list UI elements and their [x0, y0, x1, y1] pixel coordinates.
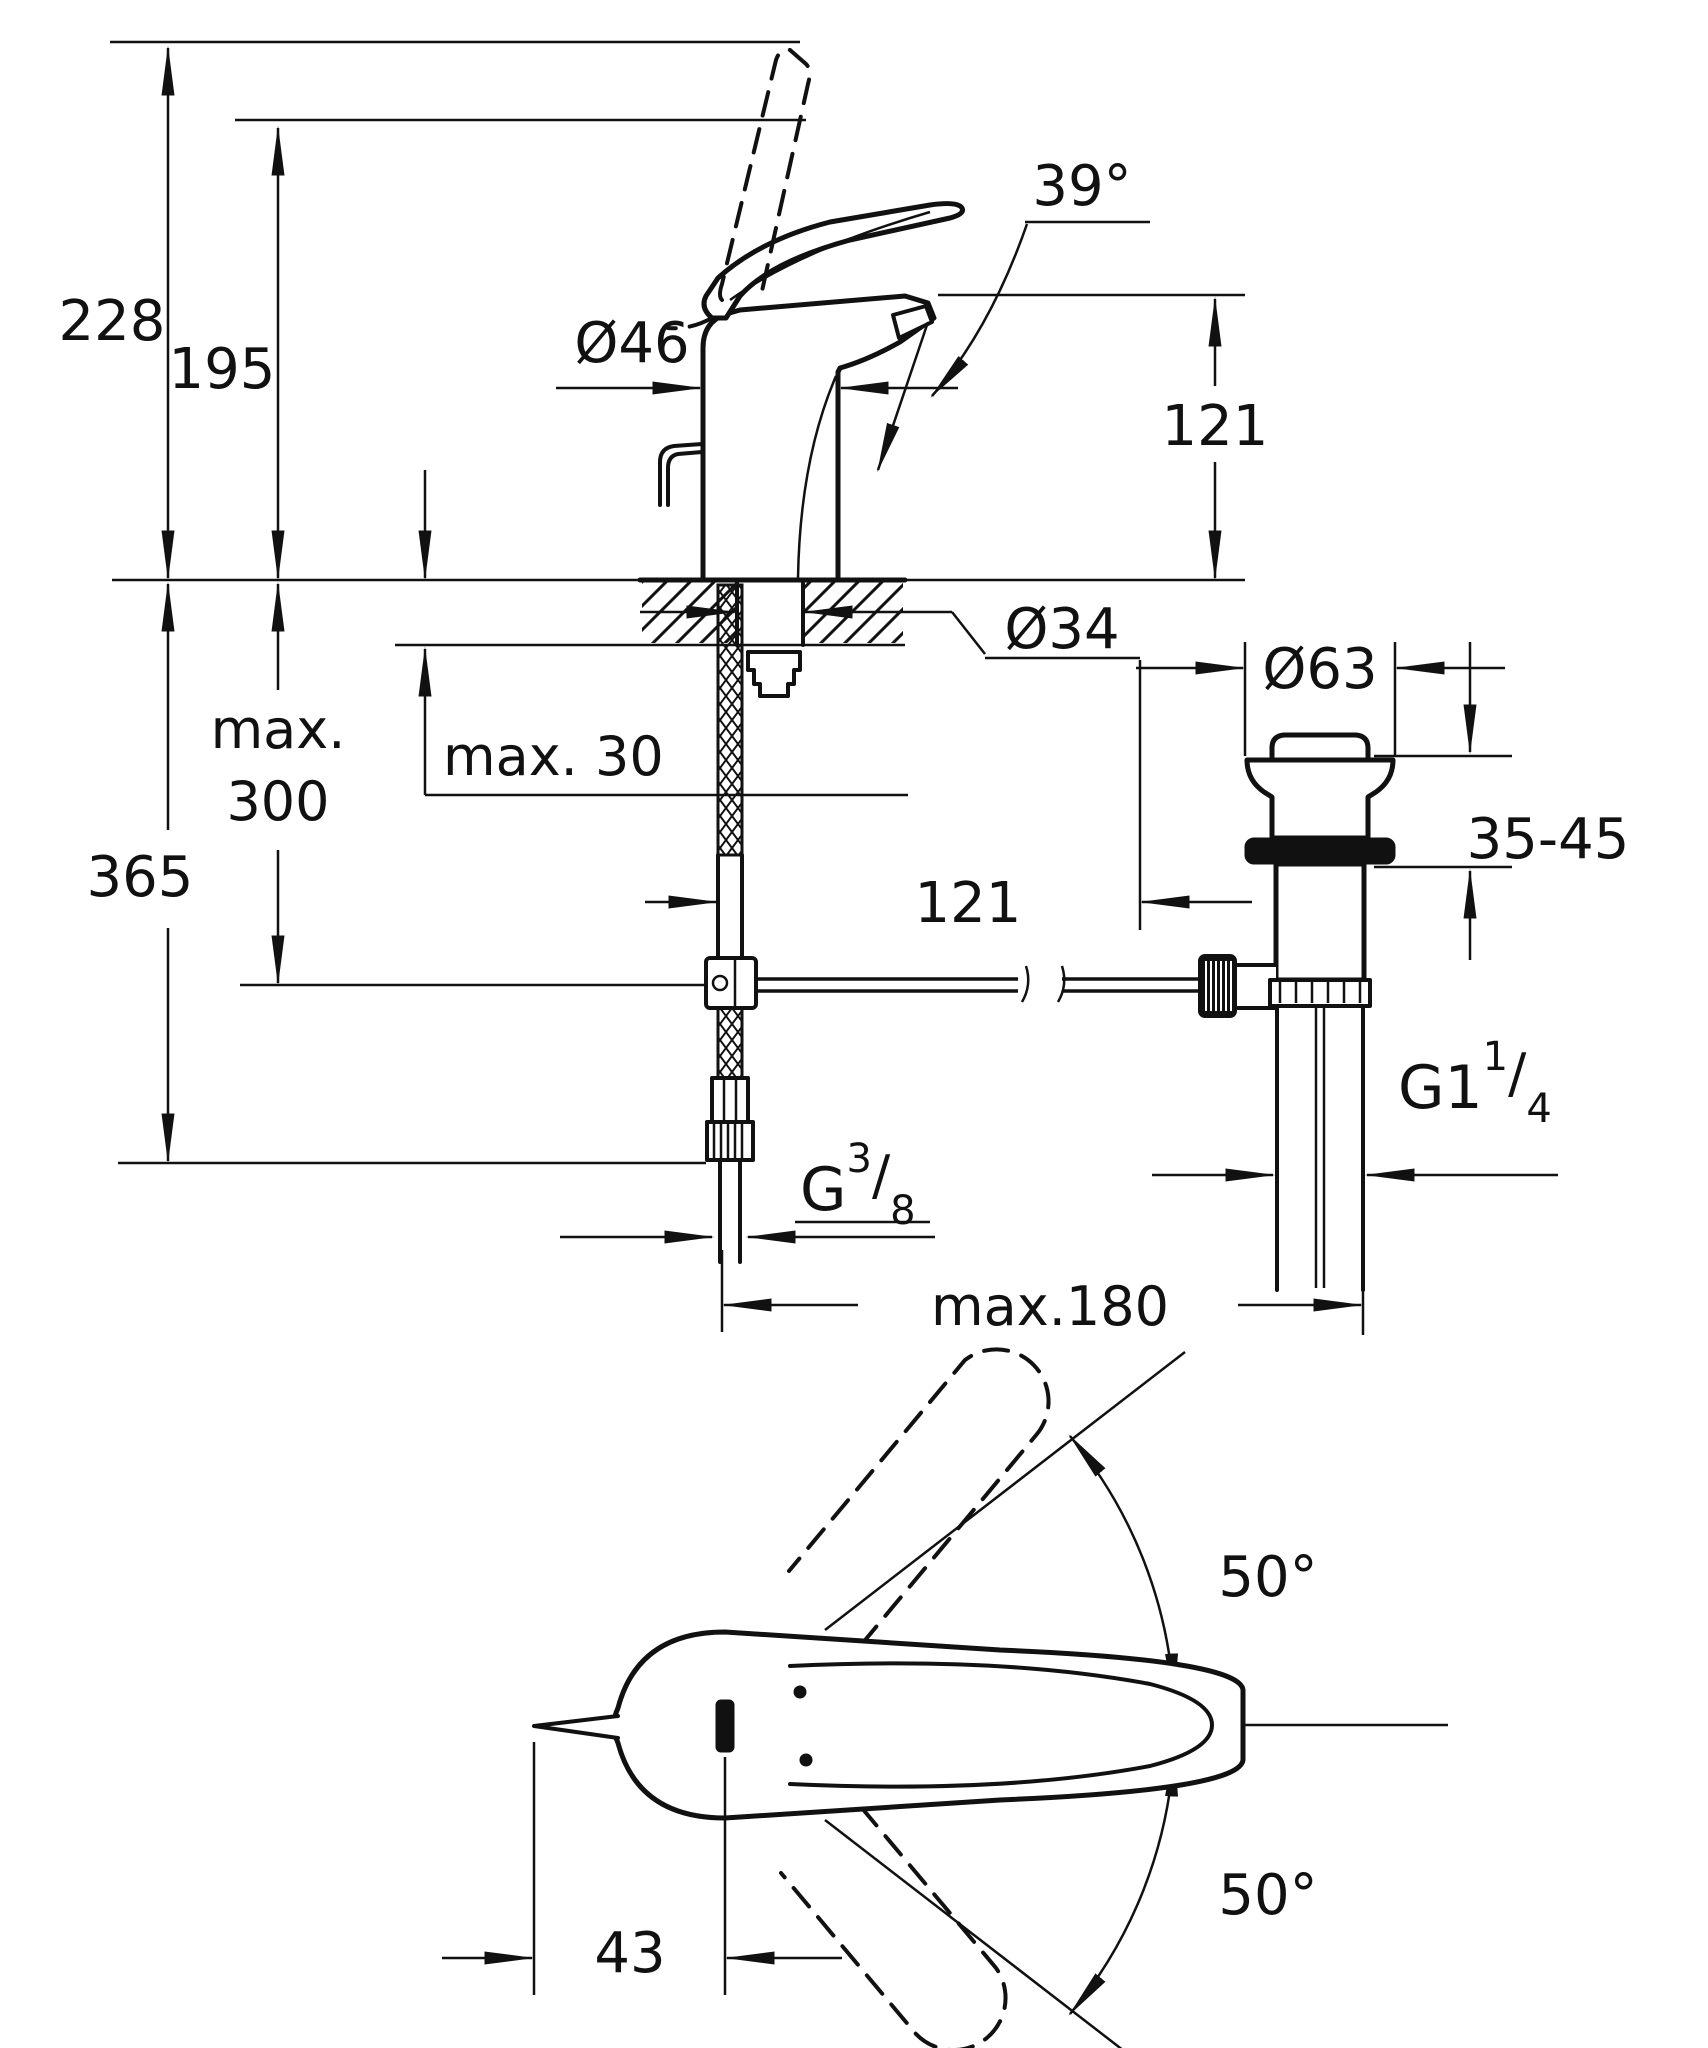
- dim-g38-label: G3/8: [800, 1136, 916, 1234]
- dim-max180-label: max.180: [931, 1275, 1169, 1338]
- pullrod-outer: [658, 442, 704, 507]
- lever-pivot-dashed: [666, 316, 714, 331]
- pullrod-top-view: [532, 1714, 620, 1740]
- hose-plain-section: [716, 853, 744, 960]
- d63-extension-lines: [1243, 642, 1397, 756]
- range-ref-lines: [1374, 754, 1512, 869]
- spray-angle-indicator: [876, 220, 1150, 473]
- hose-fitting: [710, 1076, 750, 1124]
- handle-dashed-up: [787, 1347, 1051, 1647]
- g114-sup: 1: [1483, 1034, 1508, 1080]
- drain-valve-view: Ø63 35-45 G11/4: [1136, 637, 1630, 1292]
- dim-39deg-label: 39°: [1032, 154, 1131, 219]
- g38-main: G: [800, 1155, 847, 1225]
- pullrod-inner: [666, 450, 704, 507]
- dim-365-label: 365: [87, 845, 194, 910]
- dim-121-height-label: 121: [1162, 394, 1269, 459]
- front-view: 228 195 Ø46 39° 121 max. 300 max. 30 365…: [59, 40, 1365, 1338]
- dim-d63-label: Ø63: [1262, 637, 1377, 702]
- dim-max30-label: max. 30: [443, 725, 664, 788]
- g114-sub: 4: [1526, 1086, 1551, 1132]
- g38-sup: 3: [847, 1136, 872, 1182]
- tailpipe-walls: [1275, 1004, 1365, 1292]
- g38-sub: 8: [890, 1188, 915, 1234]
- dim-50-upper-label: 50°: [1218, 1545, 1317, 1610]
- tailpipe-inner: [1314, 1008, 1326, 1288]
- stream-line: [876, 321, 930, 473]
- dim-d46-label: Ø46: [574, 311, 689, 376]
- dim-d34-label: Ø34: [1004, 597, 1119, 662]
- supply-hose-braided-lower: [716, 1006, 744, 1080]
- body-inner-curve: [796, 375, 838, 579]
- hose-fitting-ribs: [722, 1078, 738, 1122]
- handle-dot-bottom: [799, 1753, 813, 1767]
- g114-slash: /: [1508, 1042, 1527, 1105]
- thread-collar: [1268, 978, 1372, 1008]
- dimension-lines: [161, 45, 1365, 1335]
- dim-195-label: 195: [169, 337, 276, 402]
- handle-dashed-down: [779, 1805, 1008, 2048]
- rod-coupler-screw: [711, 974, 729, 992]
- dim-3545-label: 35-45: [1467, 807, 1630, 872]
- body-outline: [700, 293, 937, 583]
- dim-50-lower-label: 50°: [1218, 1863, 1317, 1928]
- supply-hose-braided-upper: [716, 583, 744, 857]
- sector-line-upper: [824, 1351, 1186, 1631]
- below-deck-parts: [704, 583, 1198, 1264]
- sector-line-lower: [824, 1819, 1123, 2048]
- angle-arc: [930, 223, 1029, 398]
- handle-top-view: 43 50° 50°: [442, 1347, 1448, 2048]
- gasket-ring: [1244, 837, 1396, 865]
- dim-g114-label: G11/4: [1398, 1034, 1552, 1132]
- plug-cap: [1269, 732, 1371, 763]
- faucet-body: [658, 47, 965, 583]
- handle-inner-line: [788, 1661, 1214, 1789]
- lever-raised-dashed: [718, 47, 812, 302]
- lever-handle: [701, 201, 965, 321]
- hose-tail: [718, 1158, 742, 1264]
- valve-body: [1273, 861, 1367, 983]
- handle-solid-outline: [611, 1629, 1246, 1821]
- adjuster-knob-knurl: [1205, 961, 1232, 1011]
- dim-228-label: 228: [59, 289, 166, 354]
- dim-max-word-label: max.: [211, 698, 346, 761]
- thread-collar-ribs: [1278, 982, 1362, 1003]
- g114-main: G1: [1398, 1053, 1483, 1123]
- aerator: [891, 304, 934, 340]
- g38-slash: /: [872, 1144, 891, 1207]
- handle-dot-top: [793, 1685, 807, 1699]
- dim-121-rod-label: 121: [915, 871, 1022, 936]
- hose-nut-knurl: [712, 1124, 744, 1158]
- popup-rod: [756, 977, 1198, 993]
- dim-300-label: 300: [226, 770, 329, 833]
- lever-crease: [729, 210, 931, 302]
- rod-break-marks: [1020, 965, 1066, 1003]
- dim-43-label: 43: [594, 1921, 665, 1986]
- plug-cone: [1244, 757, 1396, 841]
- mounting-nut: [746, 650, 802, 698]
- dim-d34-leader: [951, 611, 1142, 930]
- pivot-marker: [715, 1699, 735, 1753]
